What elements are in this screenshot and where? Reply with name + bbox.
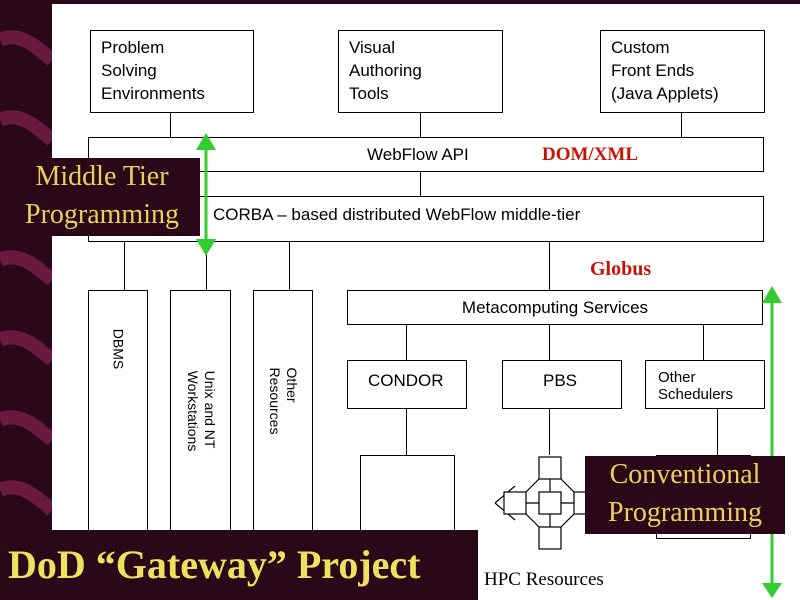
- other-schedulers-box: Other Schedulers: [645, 360, 765, 409]
- condor-box: CONDOR: [347, 360, 467, 409]
- corba-label: CORBA – based distributed WebFlow middle…: [213, 205, 581, 224]
- connector-line: [549, 242, 550, 290]
- connector-line: [206, 242, 207, 290]
- conventional-arrow: [762, 286, 782, 598]
- connector-line: [681, 113, 682, 137]
- condor-label: CONDOR: [368, 371, 444, 390]
- corba-middle-tier-bar: CORBA – based distributed WebFlow middle…: [88, 196, 764, 242]
- globus-label: Globus: [590, 258, 652, 280]
- middle-tier-programming-label: Middle Tier Programming: [4, 158, 200, 236]
- metacomputing-label: Metacomputing Services: [461, 297, 649, 317]
- mesh-network-icon: [494, 456, 597, 550]
- hpc-resources-label: HPC Resources: [484, 569, 604, 590]
- middle-tier-arrow: [196, 133, 216, 256]
- pbs-label: PBS: [543, 371, 578, 390]
- client-box-problem-solving: Problem Solving Environments: [90, 30, 254, 113]
- connector-line: [170, 113, 171, 137]
- connector-line: [549, 409, 550, 455]
- dom-xml-label: DOM/XML: [542, 144, 639, 165]
- connector-line: [289, 242, 290, 290]
- webflow-api-label: WebFlow API: [367, 145, 469, 164]
- slide-title: DoD “Gateway” Project: [0, 530, 478, 600]
- connector-line: [420, 113, 421, 137]
- metacomputing-services-box: Metacomputing Services: [347, 290, 763, 325]
- client-box-custom-front-ends: Custom Front Ends (Java Applets): [600, 30, 765, 113]
- pbs-box: PBS: [502, 360, 622, 409]
- connector-line: [406, 325, 407, 360]
- connector-line: [406, 409, 407, 455]
- client-box-visual-authoring: Visual Authoring Tools: [338, 30, 503, 113]
- other-resources-box: Other Resources: [253, 290, 313, 540]
- connector-line: [420, 172, 421, 196]
- connector-line: [717, 409, 718, 455]
- connector-line: [703, 325, 704, 360]
- connector-line: [124, 242, 125, 290]
- conventional-programming-label: Conventional Programming: [585, 456, 785, 534]
- other-schedulers-label: Other Schedulers: [658, 369, 734, 403]
- connector-line: [549, 325, 550, 360]
